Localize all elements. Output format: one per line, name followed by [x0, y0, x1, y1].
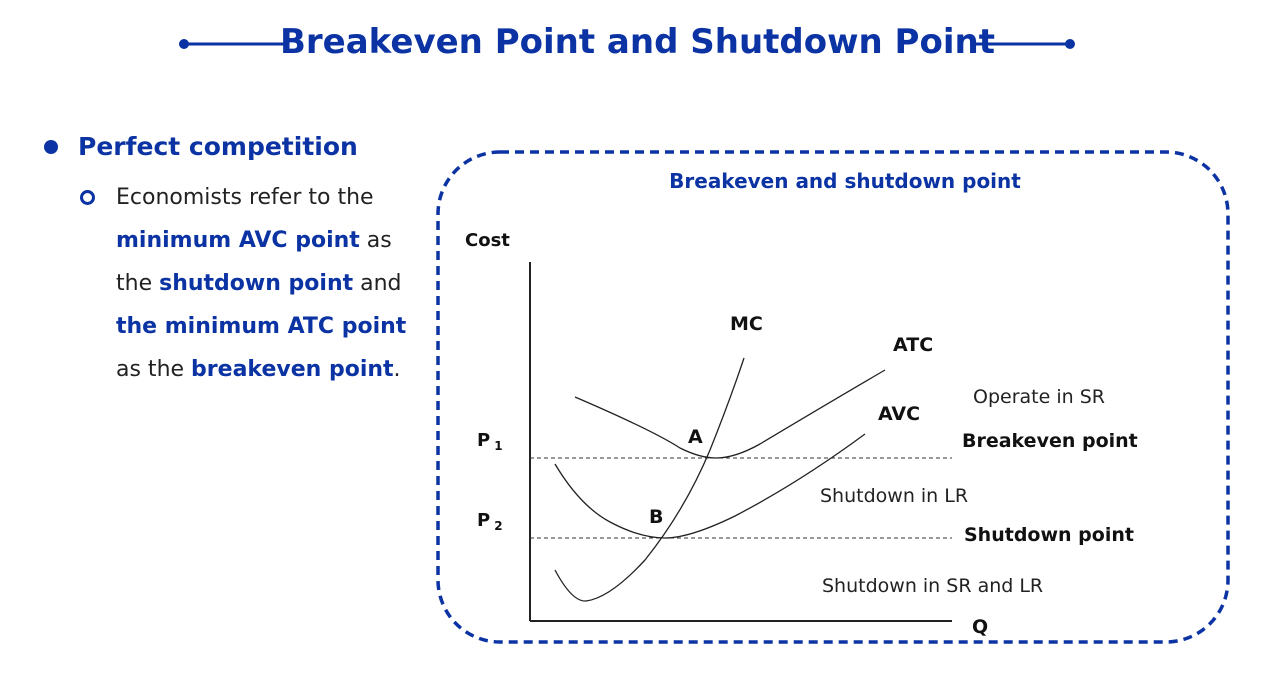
point-a-label: A: [688, 426, 703, 448]
point-b-label: B: [649, 506, 663, 528]
body-text: Economists refer to the: [116, 185, 374, 210]
atc-label: ATC: [893, 334, 933, 356]
p1-subscript: 1: [494, 439, 502, 453]
p2-subscript: 2: [494, 519, 502, 533]
body-text: .: [393, 357, 401, 382]
p1-letter: P: [477, 430, 490, 451]
bullet-dot-icon: [44, 139, 58, 154]
shutdown-sr-lr-label: Shutdown in SR and LR: [822, 575, 1043, 597]
p2-letter: P: [477, 510, 490, 531]
avc-curve: [554, 433, 866, 539]
bullet-heading: Perfect competition: [78, 132, 358, 161]
atc-curve: [574, 369, 886, 459]
shutdown-point-label: Shutdown point: [964, 524, 1134, 546]
highlight-term: minimum AVC point: [116, 228, 360, 253]
breakeven-point-label: Breakeven point: [962, 430, 1138, 452]
shutdown-lr-label: Shutdown in LR: [820, 485, 968, 507]
body-text: as the: [116, 357, 192, 382]
page-title: Breakeven Point and Shutdown Point: [280, 22, 995, 62]
diagram-border: [436, 150, 1230, 644]
title-dot-left: [179, 39, 189, 49]
bullet-ring-icon: [80, 190, 95, 205]
x-axis-label: Q: [972, 616, 988, 638]
mc-curve: [554, 357, 745, 602]
highlight-term: shutdown point: [159, 271, 354, 296]
diagram-title: Breakeven and shutdown point: [669, 169, 1021, 193]
title-decoration: [179, 39, 1075, 49]
bullet-perfect-competition: Perfect competition: [44, 132, 358, 161]
sub-bullet-text: Economists refer to the minimum AVC poin…: [116, 176, 426, 391]
avc-label: AVC: [878, 403, 920, 425]
title-dot-right: [1065, 39, 1075, 49]
operate-sr-label: Operate in SR: [973, 386, 1105, 408]
highlight-term: breakeven point: [191, 357, 394, 382]
mc-label: MC: [730, 313, 763, 335]
title-bar: Breakeven Point and Shutdown Point: [0, 0, 1267, 90]
body-text: as the: [116, 228, 392, 296]
y-axis-label: Cost: [465, 230, 510, 251]
body-text: and: [353, 271, 402, 296]
highlight-term: the minimum ATC point: [116, 314, 407, 339]
